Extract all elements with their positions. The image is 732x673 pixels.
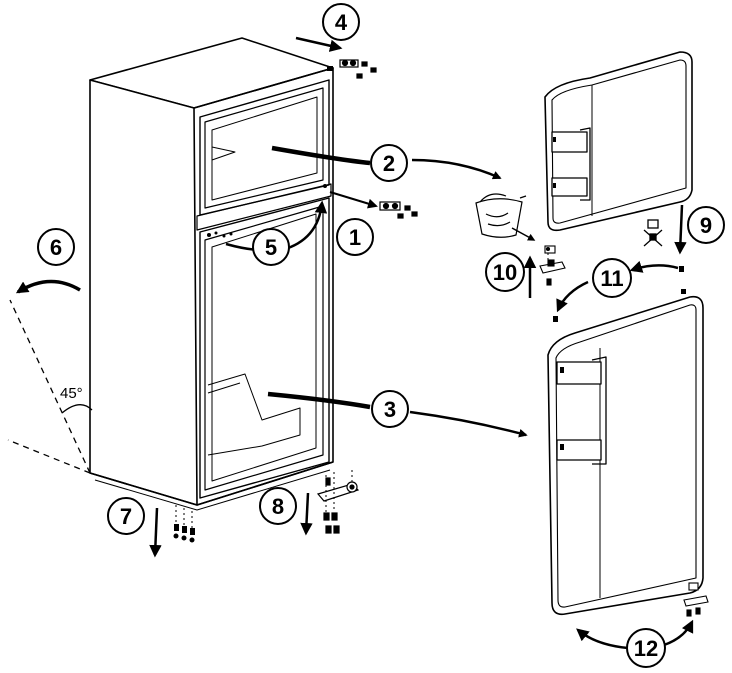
step-badge-6: 6	[37, 228, 75, 266]
tilt-angle-arc	[61, 404, 93, 414]
step-number: 9	[700, 213, 712, 238]
arrow-step-8	[300, 492, 313, 536]
step-number: 4	[335, 10, 348, 35]
bottom-door-hinge-parts	[683, 582, 709, 617]
step-number: 7	[120, 504, 132, 529]
fridge-cabinet	[89, 37, 334, 511]
arrow-step-7	[149, 507, 162, 558]
door-pin-parts	[539, 245, 566, 286]
step-number: 2	[383, 151, 395, 176]
small-bushings	[553, 266, 686, 322]
step-number: 5	[265, 235, 277, 260]
step-number: 12	[634, 636, 658, 661]
step-badge-2: 2	[370, 144, 408, 182]
step-badge-1: 1	[336, 218, 374, 256]
dotted-guide-lines	[175, 253, 549, 528]
step-badge-8: 8	[259, 487, 297, 525]
freezer-door-handle-detail	[553, 137, 556, 188]
step-badge-11: 11	[592, 258, 632, 298]
step-number: 6	[50, 235, 62, 260]
arrow-step-6	[15, 279, 81, 294]
step-badge-9: 9	[687, 206, 725, 244]
cabinet-screw-holes	[207, 66, 333, 238]
fridge-door-handle-detail	[560, 367, 564, 450]
top-hinge-parts	[339, 59, 377, 79]
step-number: 10	[493, 260, 517, 285]
arrow-step-2	[271, 145, 371, 166]
arrow-step-3-tail	[409, 410, 528, 438]
step-badge-12: 12	[626, 628, 666, 668]
step-number: 1	[349, 225, 361, 250]
arrow-step-11-right	[629, 260, 679, 273]
step-number: 11	[600, 266, 623, 291]
step-number: 3	[384, 397, 396, 422]
leveling-feet-screws	[173, 524, 195, 543]
step-arrows	[15, 36, 694, 650]
arrow-step-12	[576, 628, 629, 650]
step-number: 8	[272, 494, 284, 519]
arrow-bag-to-pin	[511, 227, 536, 241]
freezer-door	[544, 51, 693, 232]
tilt-angle-guide	[7, 299, 91, 474]
angle-label: 45°	[60, 385, 83, 402]
arrow-step-11	[556, 280, 589, 313]
arrow-step-9	[674, 204, 687, 255]
step-badge-10: 10	[485, 252, 525, 292]
parts-bag-icon	[475, 193, 527, 238]
arrow-step-4	[295, 36, 343, 52]
arrow-step-12-right	[663, 619, 694, 647]
step-badge-7: 7	[107, 497, 145, 535]
arrow-step-2-tail	[411, 158, 502, 180]
arrow-step-1	[329, 191, 378, 209]
step-badge-3: 3	[371, 390, 409, 428]
bottom-hinge-parts	[316, 477, 360, 534]
fridge-door	[547, 295, 704, 616]
bushing-removal-icon	[643, 219, 663, 247]
middle-hinge-parts	[379, 201, 418, 219]
step-badge-4: 4	[322, 3, 360, 41]
arrow-step-3	[267, 391, 371, 410]
step-badge-5: 5	[252, 228, 290, 266]
